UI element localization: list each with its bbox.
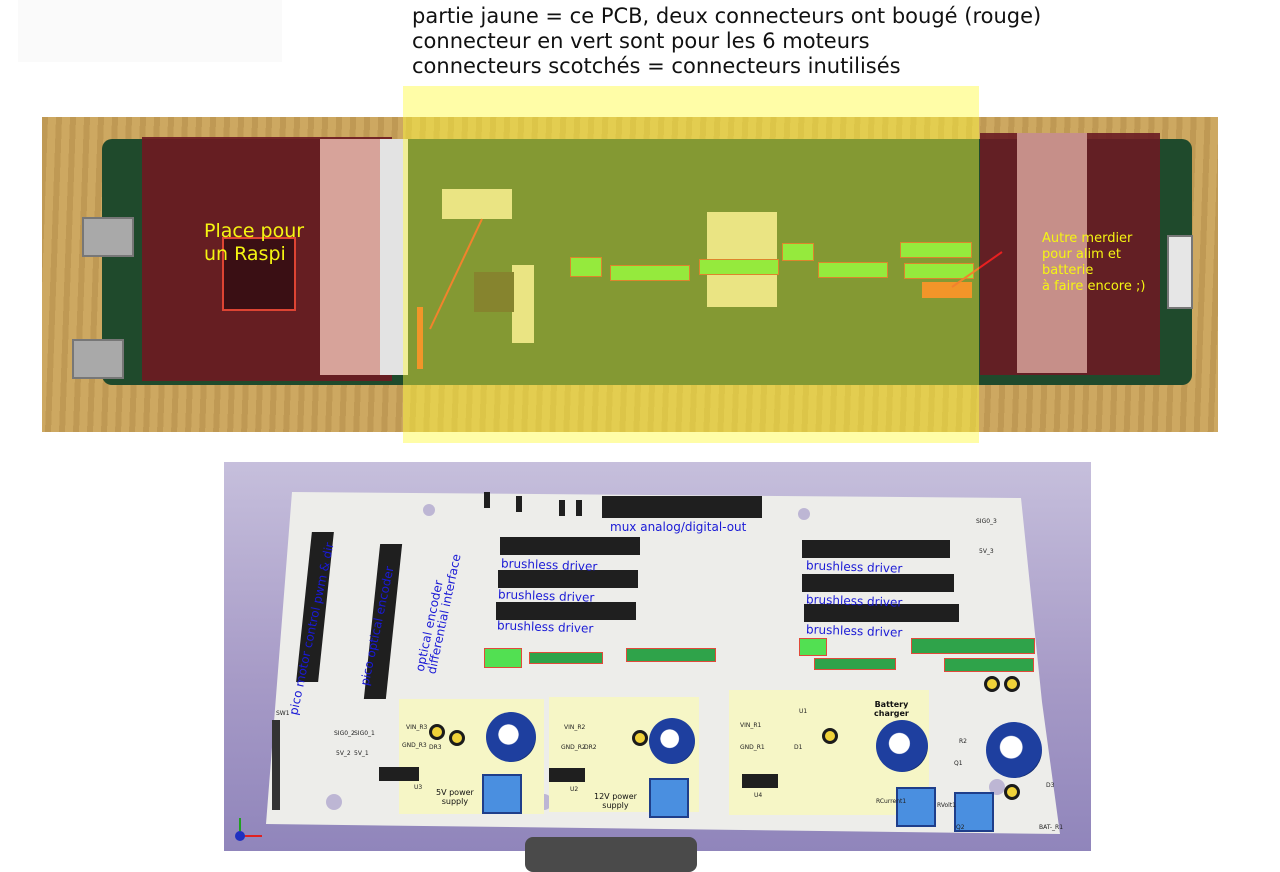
header-bd-right-2 [802, 574, 954, 592]
label-battery: Battery charger [874, 700, 909, 718]
motor-connector-2 [610, 265, 690, 281]
annotation-arrows [429, 218, 1003, 330]
ref-sig1: SIG0_1 [354, 730, 375, 737]
header-sw1 [272, 720, 280, 810]
header-bd-left-1 [500, 537, 640, 555]
ref-d3: D3 [1046, 782, 1055, 789]
pcb-photo: Place pour un Raspi Autre merdier pour a… [42, 117, 1218, 432]
ref-vin3: VIN_R3 [406, 724, 428, 731]
terminal-4 [799, 638, 827, 656]
label-mux: mux analog/digital-out [610, 520, 747, 534]
pad-5v [429, 724, 445, 740]
pad-q [1004, 784, 1020, 800]
tape-patch-3 [512, 265, 534, 343]
terminal-5 [814, 658, 896, 670]
power-connector-icon [1167, 235, 1193, 309]
ref-u2: U2 [570, 786, 579, 793]
pad-right-2 [1004, 676, 1020, 692]
caption-block: partie jaune = ce PCB, deux connecteurs … [412, 4, 1041, 79]
pad-bat [822, 728, 838, 744]
pad-12v [632, 730, 648, 746]
label-ps5: 5V power supply [436, 788, 474, 806]
motor-connector-1 [570, 257, 602, 277]
header-bd-right-1 [802, 540, 950, 558]
ref-q2: Q2 [956, 824, 965, 831]
ref-u3: U3 [414, 784, 423, 791]
ref-r2: R2 [959, 738, 967, 745]
pcb-3d-render: mux analog/digital-out brushless driver … [224, 462, 1091, 851]
header-bd-right-3 [804, 604, 959, 622]
raspi-label: Place pour un Raspi [204, 220, 305, 265]
caption-line-1: partie jaune = ce PCB, deux connecteurs … [412, 4, 1042, 28]
pot-5v [482, 774, 522, 814]
terminal-6 [911, 638, 1035, 654]
ref-five1: 5V_1 [354, 750, 369, 757]
top-left-blank-panel [18, 0, 282, 62]
ref-bat: BAT-_R1 [1039, 824, 1064, 831]
ref-sw1: SW1 [276, 710, 290, 717]
capacitor-5v [486, 712, 536, 762]
motor-connector-4 [782, 243, 814, 261]
header-bd-left-3 [496, 602, 636, 620]
terminal-3 [626, 648, 716, 662]
pin-header-d [576, 500, 582, 516]
pad-right-1 [984, 676, 1000, 692]
pot-rcurrent [896, 787, 936, 827]
pin-header-a [484, 492, 490, 508]
ref-sig2: SIG0_2 [334, 730, 355, 737]
terminal-2 [529, 652, 603, 664]
pot-rvolt [954, 792, 994, 832]
this-pcb-overlay [403, 86, 979, 443]
terminal-1 [484, 648, 522, 668]
ref-gnd1: GND_R1 [740, 744, 765, 751]
pin-header-b [516, 496, 522, 512]
moved-connector-left [417, 307, 423, 369]
ref-gnd2: GND_R2 [561, 744, 586, 751]
header-bd-left-2 [498, 570, 638, 588]
ref-dr3: DR3 [429, 744, 442, 751]
regulator-u2 [549, 768, 585, 782]
ref-vin2: VIN_R2 [564, 724, 586, 731]
tape-right [1017, 133, 1087, 373]
ref-rvolt: RVolt1 [937, 802, 956, 809]
ref-five2: 5V_2 [336, 750, 351, 757]
ref-q1: Q1 [954, 760, 963, 767]
pot-12v [649, 778, 689, 818]
moved-connector-right [922, 282, 972, 298]
tape-patch-1 [442, 189, 512, 219]
motor-connector-5 [818, 262, 888, 278]
capacitor-battery-2 [986, 722, 1042, 778]
pin-header-c [559, 500, 565, 516]
ref-gnd3: GND_R3 [402, 742, 427, 749]
caption-line-3: connecteurs scotchés = connecteurs inuti… [412, 54, 901, 78]
motor-connector-6 [900, 242, 972, 258]
motor-connector-3 [699, 259, 779, 275]
caption-line-2: connecteur en vert sont pour les 6 moteu… [412, 29, 870, 53]
ref-dr2: DR2 [584, 744, 597, 751]
regulator-u3 [379, 767, 419, 781]
terminal-7 [944, 658, 1034, 672]
cpu-chip [222, 237, 296, 311]
usb-port-icon [82, 217, 134, 257]
tape-left-strip [380, 139, 408, 375]
ethernet-port-icon [72, 339, 124, 379]
header-mux [602, 496, 762, 518]
capacitor-12v [649, 718, 695, 764]
ref-u4: U4 [754, 792, 763, 799]
power-area-label: Autre merdier pour alim et batterie à fa… [1042, 231, 1146, 294]
ref-five3: 5V_3 [979, 548, 994, 555]
axis-gizmo-icon [235, 818, 262, 841]
regulator-u4 [742, 774, 778, 788]
ref-rcur: RCurrent1 [876, 798, 907, 805]
capacitor-battery-1 [876, 720, 928, 772]
label-ps12: 12V power supply [594, 792, 637, 810]
ref-sig3: SIG0_3 [976, 518, 997, 525]
pad-5v-b [449, 730, 465, 746]
ref-u1: U1 [799, 708, 808, 715]
ic-chip [474, 272, 514, 312]
ref-d1: D1 [794, 744, 803, 751]
viewer-toolbar[interactable] [525, 837, 697, 872]
ref-vin1: VIN_R1 [740, 722, 762, 729]
